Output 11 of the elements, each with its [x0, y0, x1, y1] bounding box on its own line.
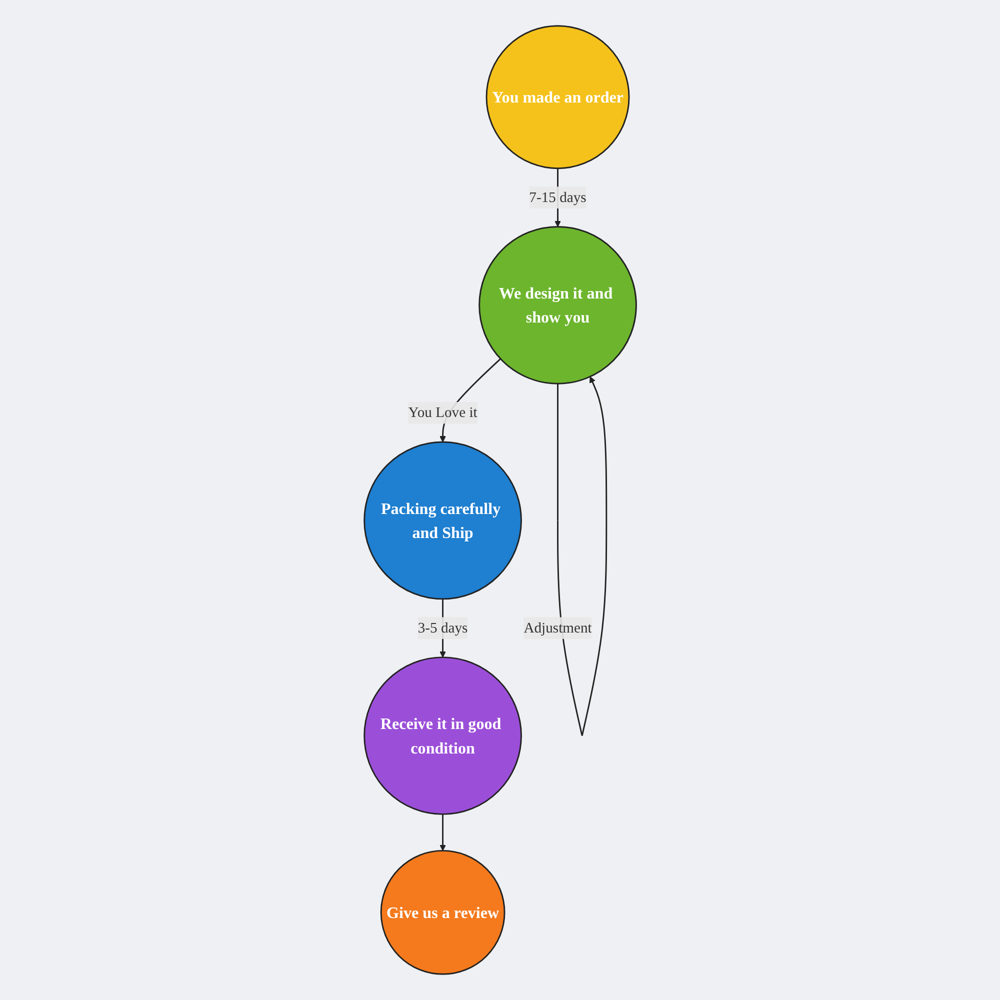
- edge-label: Adjustment: [523, 620, 592, 636]
- edge-label: You Love it: [408, 404, 478, 421]
- arrow: [556, 376, 607, 736]
- node-circle: Receive it in good condition: [363, 656, 522, 815]
- node-circle: Give us a review: [380, 850, 505, 975]
- node-circle: You made an order: [486, 25, 630, 170]
- arrow: [439, 814, 446, 851]
- node-circle: Packing carefully and Ship: [363, 441, 522, 600]
- node-circle: We design it and show you: [478, 226, 637, 384]
- edge-label: 7-15 days: [528, 190, 586, 206]
- edge-label: 3-5 days: [418, 620, 468, 636]
